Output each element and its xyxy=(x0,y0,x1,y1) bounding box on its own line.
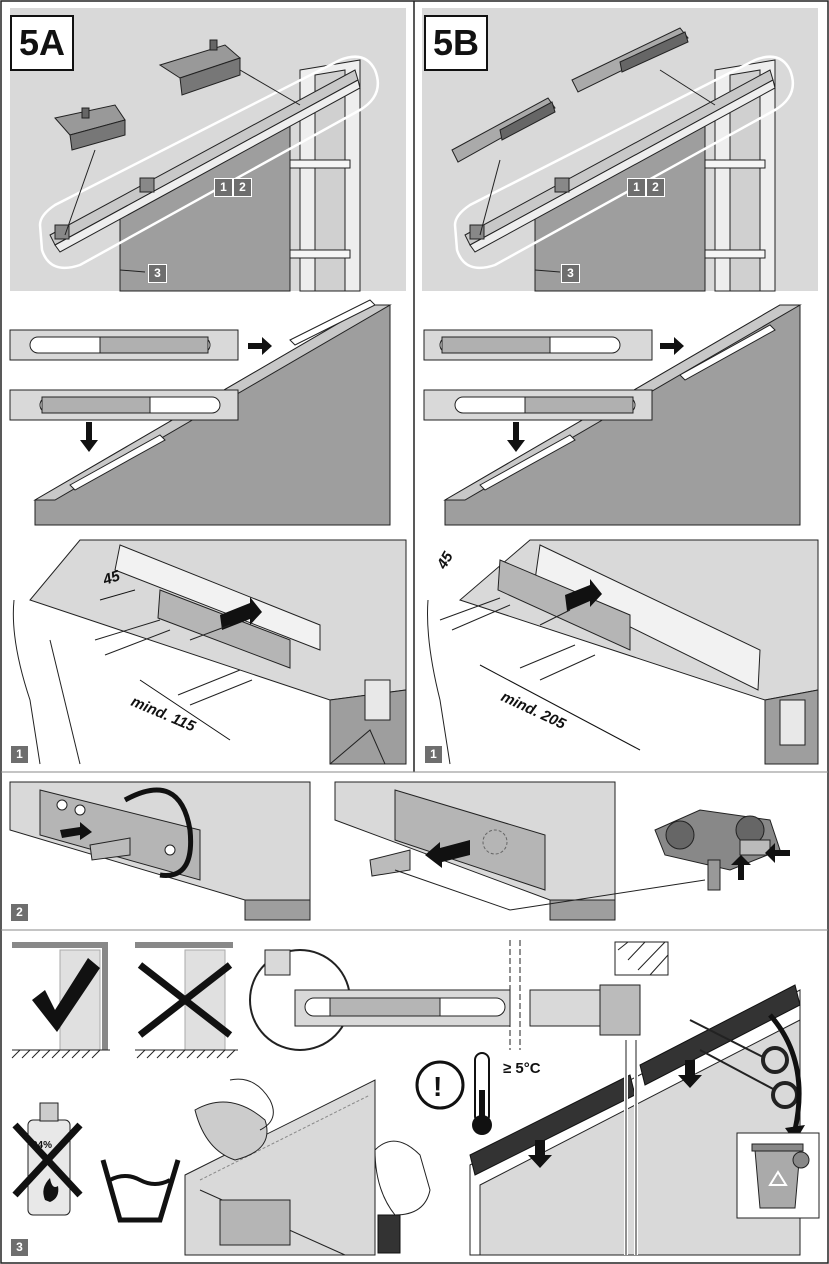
panel-5a-screwing: 45 mind. 115 xyxy=(10,538,407,765)
cross-icon xyxy=(137,962,233,1038)
tag-5b-step-1: 1 xyxy=(627,178,646,197)
tag-5a-section-1: 1 xyxy=(10,745,29,764)
section-5a-title: 5A xyxy=(10,15,74,71)
tag-section-3: 3 xyxy=(10,1238,29,1257)
step-3-wall-checks xyxy=(11,940,669,1059)
tag-5b-section-1: 1 xyxy=(424,745,443,764)
water-bowl-icon xyxy=(100,1159,181,1223)
section-5b-title: 5B xyxy=(424,15,488,71)
step-3-cleaning: 94% ! xyxy=(12,984,820,1256)
panel-5b-screwing: 45 mind. 205 xyxy=(422,538,819,765)
tag-5b-step-2: 2 xyxy=(646,178,665,197)
no-alcohol-icon: 94% xyxy=(12,1102,83,1216)
panel-5b-placement xyxy=(423,304,802,526)
dim-5b-spacing: 45 xyxy=(433,548,457,572)
step-2-adjustment xyxy=(9,781,790,922)
thermometer-icon xyxy=(472,1052,492,1135)
recycle-bin-icon xyxy=(751,1143,810,1209)
min-temperature-label: ≥ 5°C xyxy=(503,1060,541,1077)
panel-5a-placement xyxy=(9,299,392,526)
tag-5a-step-3: 3 xyxy=(148,264,167,283)
bottle-percent-label: 94% xyxy=(32,1140,52,1151)
tag-5a-step-2: 2 xyxy=(233,178,252,197)
tag-5a-step-1: 1 xyxy=(214,178,233,197)
dim-5a-spacing: 45 xyxy=(100,567,123,589)
panel-5b-overview xyxy=(422,8,818,292)
warning-symbol: ! xyxy=(433,1071,442,1102)
check-icon xyxy=(32,958,100,1032)
tag-section-2: 2 xyxy=(10,903,29,922)
tag-5b-step-3: 3 xyxy=(561,264,580,283)
warning-icon: ! xyxy=(415,1060,465,1110)
panel-5a-overview xyxy=(10,8,406,292)
